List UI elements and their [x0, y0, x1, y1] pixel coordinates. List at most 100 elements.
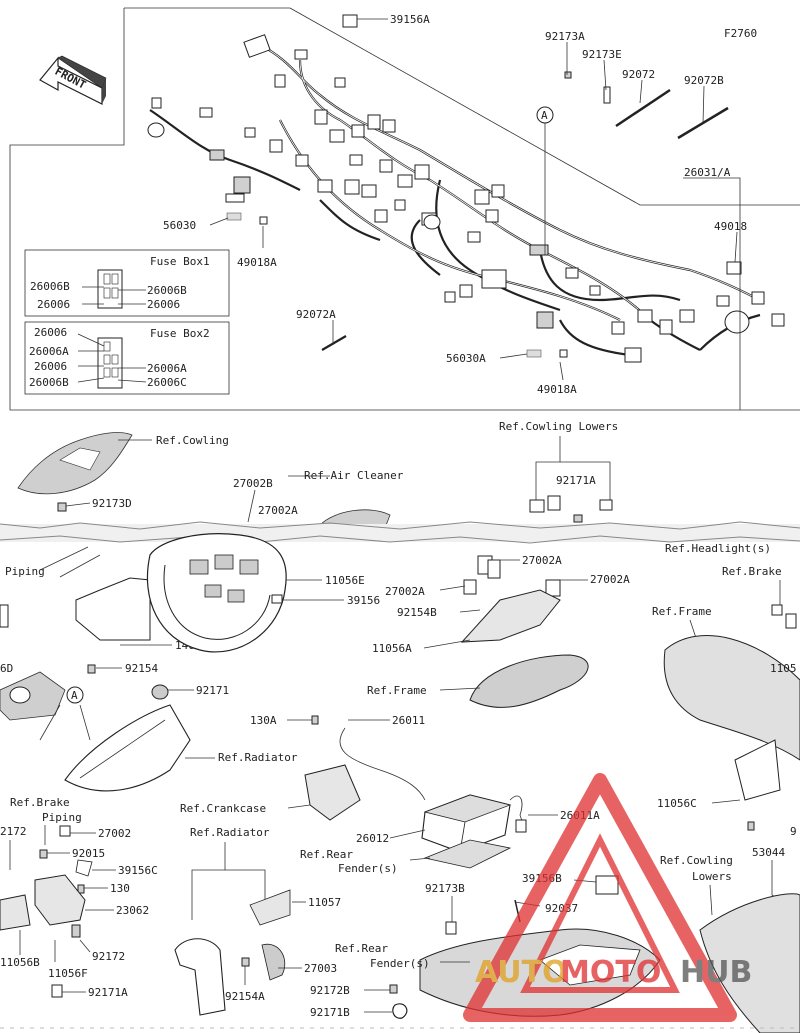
- label-27002a-1: 27002A: [522, 554, 562, 567]
- label-39156a: 39156A: [390, 13, 430, 26]
- label-ref-crankcase: Ref.Crankcase: [180, 802, 266, 815]
- label-ref-cowling-lowers-2a: Ref.Cowling: [660, 854, 733, 867]
- label-27002a-3: 27002A: [590, 573, 630, 586]
- clip-92173b: [445, 921, 457, 935]
- cable-tie-92072a: [321, 335, 347, 351]
- label-49018: 49018: [714, 220, 747, 233]
- cable-26011a: [509, 795, 526, 831]
- label-11056e: 11056E: [325, 574, 365, 587]
- figure-code: F2760: [724, 27, 757, 40]
- fb2-26006c: 26006C: [147, 376, 187, 389]
- bracket-11057: [249, 889, 291, 926]
- bracket-23062: [34, 874, 86, 926]
- frame-right-part: [663, 635, 800, 761]
- label-130: 130: [110, 882, 130, 895]
- label-27003: 27003: [304, 962, 337, 975]
- label-11056b: 11056B: [0, 956, 40, 969]
- label-27002a-2: 27002A: [385, 585, 425, 598]
- label-27002: 27002: [98, 827, 131, 840]
- harness-panel-diagonal: [289, 7, 800, 206]
- label-1105-partial: 1105: [770, 662, 797, 675]
- fuse-box2: Fuse Box2 26006 26006A 26006 26006A 2600…: [24, 321, 230, 395]
- label-130a: 130A: [250, 714, 277, 727]
- label-92173a: 92173A: [545, 30, 585, 43]
- label-56030: 56030: [163, 219, 196, 232]
- label-ref-rear-fender-2a: Ref.Rear: [335, 942, 388, 955]
- label-ref-rear-fender-1b: Fender(s): [338, 862, 398, 875]
- bracket-11056a: [460, 555, 589, 708]
- cable-tie-92072: [615, 88, 671, 128]
- label-piping: Piping: [5, 565, 45, 578]
- label-27002a-top: 27002A: [258, 504, 298, 517]
- label-92172: 92172: [92, 950, 125, 963]
- bracket-11056b: [0, 894, 31, 931]
- grommet-92171: [151, 684, 169, 700]
- label-26031a: 26031/A: [684, 166, 731, 179]
- radiator-guard: [64, 704, 191, 792]
- fuse-box1: Fuse Box1 26006B 26006B 26006 26006: [24, 249, 230, 317]
- label-92173b: 92173B: [425, 882, 465, 895]
- label-92171b: 92171B: [310, 1006, 350, 1019]
- label-26012: 26012: [356, 832, 389, 845]
- watermark-moto: MOTO: [560, 955, 661, 990]
- clip-27002: [59, 825, 71, 837]
- fb2-26006-bottom: 26006: [34, 360, 67, 373]
- label-ref-air-cleaner: Ref.Air Cleaner: [304, 469, 404, 482]
- label-53044: 53044: [752, 846, 785, 859]
- crankcase-bracket: [304, 764, 361, 821]
- label-a-bottom: A: [71, 689, 78, 702]
- ref-circle-a-top: [536, 106, 554, 124]
- label-ref-radiator: Ref.Radiator: [218, 751, 298, 764]
- label-56030a: 56030A: [446, 352, 486, 365]
- label-92154b: 92154B: [397, 606, 437, 619]
- label-92173d: 92173D: [92, 497, 132, 510]
- clip-92171a-2: [547, 495, 561, 511]
- fuse-box1-title: Fuse Box1: [150, 255, 210, 268]
- clip-92173a: [564, 71, 572, 79]
- label-92173e: 92173E: [582, 48, 622, 61]
- label-ref-cowling-lowers: Ref.Cowling Lowers: [499, 420, 618, 433]
- fb2-26006-top: 26006: [34, 326, 67, 339]
- label-56030a: [526, 349, 542, 358]
- clip-92171a-1: [529, 499, 545, 513]
- fb2-26006a-left: 26006A: [29, 345, 69, 358]
- fb2-26006a-right: 26006A: [147, 362, 187, 375]
- label-ref-radiator-2: Ref.Radiator: [190, 826, 270, 839]
- harness-panel-frame: [9, 8, 800, 411]
- clip-49018a-b: [559, 349, 568, 358]
- label-92171: 92171: [196, 684, 229, 697]
- watermark-auto: AUTO: [475, 955, 568, 990]
- clip-49018a: [259, 216, 268, 225]
- partial-part-left: [0, 604, 9, 628]
- bracket-11056c: [734, 739, 781, 801]
- label-56030: [226, 212, 242, 221]
- label-6d-partial: 6D: [0, 662, 13, 675]
- harness-connectors: [147, 14, 785, 363]
- label-92171a-2: 92171A: [88, 986, 128, 999]
- label-26011: 26011: [392, 714, 425, 727]
- cowling-lower-right: [699, 893, 800, 1033]
- ref-circle-a-bottom: [66, 686, 84, 704]
- clip-92171a-4: [573, 514, 583, 523]
- radiator-shroud: [174, 938, 226, 1016]
- label-ref-cowling: Ref.Cowling: [156, 434, 229, 447]
- label-39156c: 39156C: [118, 864, 158, 877]
- bolt-92173d: [57, 502, 67, 512]
- label-9-partial: 9: [790, 825, 797, 838]
- label-92172b: 92172B: [310, 984, 350, 997]
- label-a-top: A: [541, 109, 548, 122]
- bolt-130a: [311, 715, 319, 725]
- label-11056a: 11056A: [372, 642, 412, 655]
- fb1-26006b-right: 26006B: [147, 284, 187, 297]
- label-11056c: 11056C: [657, 797, 697, 810]
- front-arrow-icon: FRONT: [39, 55, 107, 105]
- label-ref-brake-piping-1: Ref.Brake: [10, 796, 70, 809]
- label-11057: 11057: [308, 896, 341, 909]
- fb1-26006b-left: 26006B: [30, 280, 70, 293]
- fb1-26006-left: 26006: [37, 298, 70, 311]
- label-ref-frame: Ref.Frame: [367, 684, 427, 697]
- watermark-hub: HUB: [680, 955, 752, 990]
- part-56d: [0, 671, 66, 721]
- fuse-box2-title: Fuse Box2: [150, 327, 210, 340]
